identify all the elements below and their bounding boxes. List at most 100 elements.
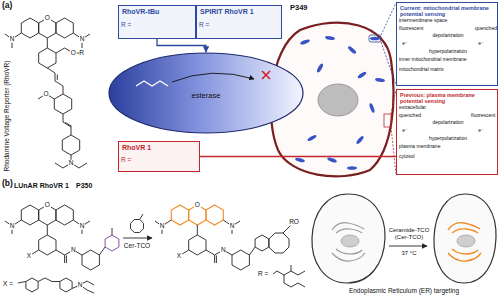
rhovr-structure	[5, 33, 90, 53]
cell-illustration	[318, 84, 358, 116]
lunar-structure	[56, 205, 73, 225]
er-cell	[332, 223, 365, 261]
reaction-arrow	[140, 214, 143, 220]
blocked-mark	[262, 71, 270, 79]
cell-illustration	[369, 103, 376, 114]
box-heading: Previous: plasma membrane potential sens…	[397, 90, 497, 106]
er-cell	[448, 223, 481, 261]
er-cell	[312, 194, 496, 283]
rhovr-structure	[38, 68, 87, 168]
condition-label: 37 °C	[401, 250, 416, 257]
box-heading: SPIRIT RhoVR 1	[197, 6, 281, 18]
panel-letter: (a)	[2, 1, 12, 10]
atom-label: N	[68, 160, 74, 167]
mitochondrion-zoom: esterase	[108, 52, 304, 134]
zoom-leader	[369, 3, 396, 174]
product-structure	[189, 235, 206, 255]
er-cell	[434, 194, 496, 283]
box-heading: Current: mitochondrial membrane potentia…	[397, 3, 497, 19]
schematic-label: quenched	[399, 113, 421, 119]
lunar-structure	[39, 235, 56, 255]
schematic-label: mitochondrial matrix	[399, 67, 444, 73]
cell-illustration	[355, 135, 364, 145]
schematic-label: hyperpolarization	[429, 49, 467, 55]
substituent-label: R =	[121, 156, 131, 163]
rhovr-structure	[56, 18, 73, 38]
cell-illustration	[357, 71, 367, 80]
lunar-structure	[21, 205, 38, 225]
rhovr-structure	[5, 18, 90, 168]
schematic-label: e⁻	[402, 41, 407, 47]
compound-number: P350	[76, 182, 92, 190]
compound-name: LUnAR RhoVR 1	[14, 182, 69, 190]
schematic-label: cytosol	[399, 154, 415, 160]
schematic-label: extracellular	[399, 105, 426, 111]
cleavage-arrow	[172, 73, 254, 82]
er-cell	[457, 235, 475, 247]
schematic-label: e⁻	[478, 41, 483, 47]
atom-label: O	[194, 202, 200, 209]
er-cell	[341, 235, 359, 247]
rhovr-structure	[39, 48, 56, 68]
zoom-leader	[384, 114, 391, 127]
connector	[200, 156, 396, 157]
product-structure	[155, 220, 294, 263]
product-structure	[206, 205, 223, 225]
substituent-label: R =	[121, 21, 131, 28]
schematic-label: plasma membrane	[399, 144, 440, 150]
atom-label: O	[44, 15, 50, 22]
atom-label: X	[26, 253, 32, 260]
reagent-label: Cer-TCO	[124, 242, 150, 249]
condition-label: Ceramide-TCO (Cer-TCO)	[387, 227, 431, 240]
compound-number: P349	[290, 4, 308, 12]
atom-label: O	[44, 202, 50, 209]
cell-illustration	[347, 166, 357, 170]
rhovr-structure	[54, 94, 71, 114]
zoom-leader	[369, 35, 381, 42]
product-structure	[269, 233, 289, 253]
cell-illustration	[295, 35, 386, 169]
cell-illustration	[300, 39, 311, 46]
schematic-label: hyperpolarization	[429, 136, 467, 142]
box-heading: RhoVR 1	[119, 142, 199, 154]
atom-label: O	[43, 91, 49, 98]
reaction-arrow	[123, 238, 152, 239]
atom-label: X	[176, 253, 182, 260]
caption-label: Endoplasmic Reticulum (ER) targeting	[349, 287, 459, 294]
er-cell	[312, 194, 385, 283]
schematic-label: fluorescent	[399, 26, 423, 32]
lunar-structure	[82, 250, 99, 270]
product-structure	[255, 235, 269, 251]
schematic-label: fluorescent	[471, 113, 495, 119]
schematic-label: depolarization	[432, 120, 463, 126]
rhovr-structure	[21, 18, 38, 38]
product-structure	[155, 205, 305, 287]
cell-illustration	[316, 63, 324, 73]
substituent-label: X =	[3, 280, 13, 287]
er-cell	[389, 246, 427, 247]
atom-label: O	[70, 50, 76, 57]
reaction-arrow	[123, 214, 152, 238]
substituent-label: R =	[258, 270, 268, 277]
schematic-label: inner mitochondrial membrane	[399, 57, 467, 63]
atom-label: N	[9, 36, 15, 43]
zoom-leader	[381, 3, 396, 85]
cell-illustration	[325, 35, 335, 40]
cell-illustration	[327, 157, 338, 164]
cell-illustration	[295, 157, 306, 163]
lunar-structure	[60, 278, 72, 292]
schematic-label: quenched	[475, 26, 497, 32]
cell-illustration	[375, 77, 385, 82]
schematic-label: e⁻	[402, 128, 407, 134]
enzyme-label: esterase	[108, 92, 304, 100]
atom-label: N	[220, 247, 226, 254]
box-heading: RhoVR-tBu	[119, 6, 195, 18]
mitochondrion-outline	[109, 53, 303, 133]
atom-label: N	[229, 223, 235, 230]
product-structure	[232, 250, 249, 270]
lunar-structure	[5, 220, 112, 263]
cell-illustration	[307, 134, 317, 142]
lunar-structure	[105, 235, 119, 251]
atom-label: RO	[289, 219, 300, 226]
schematic-label: depolarization	[432, 33, 463, 39]
